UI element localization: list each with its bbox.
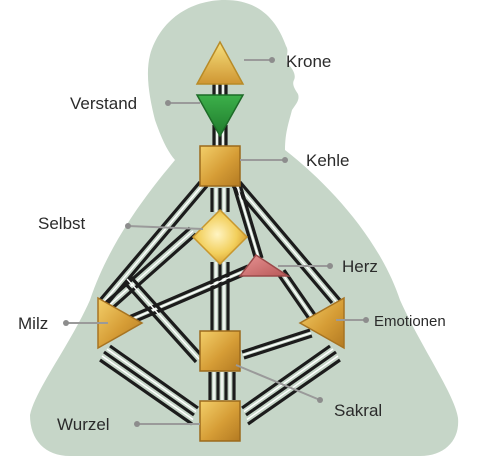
label-milz: Milz	[18, 314, 48, 333]
center-wurzel	[200, 401, 240, 441]
label-kehle: Kehle	[306, 151, 349, 170]
label-krone: Krone	[286, 52, 331, 71]
label-verstand: Verstand	[70, 94, 137, 113]
center-kehle	[200, 146, 240, 186]
label-herz: Herz	[342, 257, 378, 276]
center-sakral	[200, 331, 240, 371]
label-emotionen: Emotionen	[374, 313, 446, 330]
label-selbst: Selbst	[38, 214, 86, 233]
label-wurzel: Wurzel	[57, 415, 110, 434]
channel-sakral-wurzel	[210, 372, 234, 400]
label-sakral: Sakral	[334, 401, 382, 420]
body-silhouette	[30, 0, 458, 456]
